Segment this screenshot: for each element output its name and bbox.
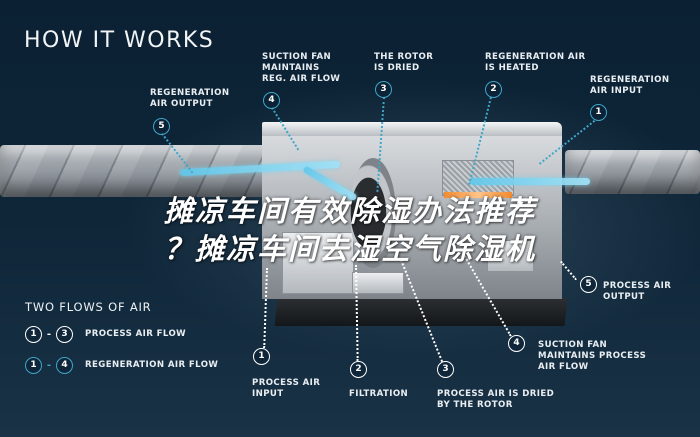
callout-badge-process-3: 3	[437, 361, 454, 378]
callout-badge-regen-4: 4	[263, 92, 280, 109]
legend-separator: -	[46, 359, 52, 371]
legend-item-process-air-flow: 1 - 3 PROCESS AIR FLOW	[25, 325, 186, 343]
callout-label-suction-fan-process: SUCTION FAN MAINTAINS PROCESS AIR FLOW	[538, 340, 647, 372]
unit-top-rail	[262, 122, 562, 136]
legend-label: PROCESS AIR FLOW	[85, 329, 187, 339]
callout-badge-process-4: 4	[508, 335, 525, 352]
overlay-headline-line-2: ？摊凉车间去湿空气除湿机	[163, 232, 536, 266]
legend-title: TWO FLOWS OF AIR	[25, 300, 152, 314]
legend-item-regeneration-air-flow: 1 - 4 REGENERATION AIR FLOW	[25, 356, 218, 374]
callout-badge-process-1: 1	[253, 348, 270, 365]
callout-label-suction-fan-reg: SUCTION FAN MAINTAINS REG. AIR FLOW	[262, 52, 341, 84]
legend-badge-from: 1	[25, 356, 42, 374]
callout-label-rotor-dried: THE ROTOR IS DRIED	[374, 52, 434, 73]
callout-label-process-air-input: PROCESS AIR INPUT	[252, 378, 321, 399]
callout-label-regen-air-heated: REGENERATION AIR IS HEATED	[485, 52, 586, 73]
motor-bracket	[487, 240, 534, 272]
callout-badge-regen-2: 2	[485, 81, 502, 98]
callout-badge-process-5: 5	[580, 276, 597, 293]
callout-label-regen-air-input: REGENERATION AIR INPUT	[590, 75, 670, 96]
fan-housing	[282, 232, 354, 294]
callout-label-regeneration-air-output: REGENERATION AIR OUTPUT	[150, 88, 230, 109]
desiccant-rotor	[350, 158, 396, 268]
regeneration-airflow-in	[470, 178, 590, 185]
legend-badge-to: 3	[56, 325, 73, 343]
callout-badge-regen-1: 1	[590, 104, 607, 121]
regeneration-input-duct	[565, 150, 700, 194]
desiccant-dehumidifier-unit	[262, 122, 568, 327]
legend-badge-from: 1	[25, 325, 42, 343]
legend-separator: -	[46, 328, 52, 340]
callout-badge-process-2: 2	[350, 361, 367, 378]
page-title: HOW IT WORKS	[24, 28, 215, 53]
callout-label-process-air-output: PROCESS AIR OUTPUT	[603, 281, 672, 302]
callout-label-process-air-dried: PROCESS AIR IS DRIED BY THE ROTOR	[437, 389, 555, 410]
callout-badge-regen-5: 5	[153, 118, 170, 135]
callout-label-filtration: FILTRATION	[349, 389, 409, 399]
filter-drawer	[352, 272, 404, 294]
legend-badge-to: 4	[56, 356, 73, 374]
legend-label: REGENERATION AIR FLOW	[85, 360, 219, 370]
heater-element	[444, 192, 512, 198]
overlay-headline-line-1: 摊凉车间有效除湿办法推荐	[163, 194, 536, 228]
callout-badge-regen-3: 3	[375, 81, 392, 98]
